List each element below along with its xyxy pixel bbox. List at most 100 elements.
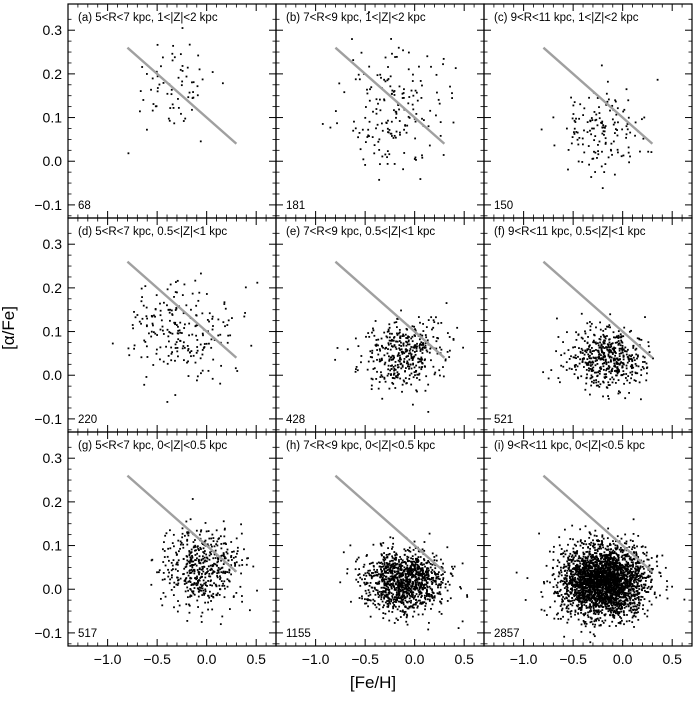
- data-point: [600, 349, 603, 351]
- data-point: [413, 540, 416, 543]
- data-point: [206, 543, 209, 546]
- data-point: [140, 322, 142, 325]
- data-point: [377, 582, 379, 585]
- data-point: [615, 625, 617, 627]
- data-point: [194, 582, 196, 585]
- data-point: [190, 584, 193, 587]
- data-point: [420, 358, 423, 360]
- data-point: [595, 113, 598, 116]
- data-point: [177, 106, 180, 109]
- data-point: [594, 357, 597, 360]
- data-point: [393, 570, 396, 573]
- data-point: [404, 348, 407, 351]
- data-point: [614, 564, 617, 567]
- data-point: [216, 561, 219, 564]
- data-point: [133, 310, 135, 313]
- data-point: [203, 552, 206, 555]
- data-point: [382, 579, 385, 582]
- data-point: [387, 66, 389, 68]
- data-point: [607, 98, 610, 101]
- data-point: [370, 388, 373, 391]
- data-point: [365, 574, 368, 577]
- data-point: [380, 357, 383, 360]
- data-point: [394, 361, 397, 363]
- data-point: [375, 378, 378, 380]
- data-point: [143, 383, 146, 386]
- data-point: [196, 339, 199, 341]
- data-point: [645, 577, 648, 579]
- data-point: [586, 373, 588, 376]
- data-point: [620, 352, 622, 355]
- data-point: [586, 550, 589, 553]
- data-point: [629, 131, 632, 134]
- data-point: [192, 91, 194, 93]
- data-point: [448, 356, 451, 358]
- data-point: [374, 604, 377, 606]
- data-point: [435, 559, 438, 562]
- data-point: [399, 556, 402, 558]
- data-point: [621, 341, 624, 344]
- data-point: [593, 150, 595, 153]
- data-point: [384, 590, 387, 592]
- data-point: [198, 567, 201, 570]
- data-point: [230, 555, 233, 557]
- data-point: [216, 575, 218, 577]
- data-point: [556, 581, 559, 584]
- data-point: [589, 325, 592, 328]
- data-point: [581, 349, 584, 352]
- data-point: [658, 571, 661, 574]
- data-point: [579, 557, 582, 560]
- data-point: [403, 152, 406, 154]
- data-point: [618, 581, 621, 584]
- data-point: [383, 377, 386, 380]
- data-point: [151, 109, 154, 112]
- data-point: [203, 556, 206, 559]
- data-point: [619, 584, 622, 587]
- data-point: [637, 596, 640, 598]
- data-point: [633, 614, 636, 617]
- data-point: [617, 121, 619, 124]
- data-point: [361, 597, 363, 600]
- data-point: [134, 316, 137, 319]
- data-point: [586, 349, 589, 352]
- data-point: [388, 570, 391, 572]
- data-point: [194, 563, 197, 566]
- data-point: [618, 611, 621, 613]
- data-point: [406, 623, 409, 626]
- data-point: [216, 594, 218, 597]
- data-point: [145, 315, 148, 318]
- data-point: [218, 593, 221, 596]
- data-point: [380, 76, 382, 79]
- data-point: [388, 129, 391, 131]
- data-point: [421, 579, 424, 582]
- data-point: [401, 609, 404, 612]
- data-point: [631, 370, 634, 373]
- data-point: [362, 158, 365, 161]
- data-point: [607, 579, 610, 582]
- data-point: [131, 324, 134, 326]
- data-point: [623, 576, 626, 579]
- data-point: [398, 559, 400, 561]
- data-point: [436, 573, 439, 575]
- data-point: [438, 102, 441, 105]
- data-point: [421, 588, 424, 590]
- data-point: [588, 357, 591, 360]
- data-point: [395, 598, 398, 601]
- data-point: [376, 573, 378, 576]
- data-point: [594, 599, 597, 602]
- data-point: [194, 544, 197, 547]
- data-point: [432, 579, 435, 582]
- data-point: [414, 603, 417, 606]
- data-point: [391, 576, 394, 579]
- data-point: [553, 144, 556, 147]
- data-point: [182, 345, 185, 347]
- data-point: [181, 536, 184, 539]
- data-point: [369, 581, 372, 584]
- data-point: [216, 576, 219, 579]
- data-point: [214, 549, 217, 552]
- data-point: [373, 152, 376, 155]
- data-point: [161, 604, 164, 607]
- data-point: [429, 566, 432, 569]
- data-point: [395, 375, 398, 378]
- data-point: [605, 373, 607, 376]
